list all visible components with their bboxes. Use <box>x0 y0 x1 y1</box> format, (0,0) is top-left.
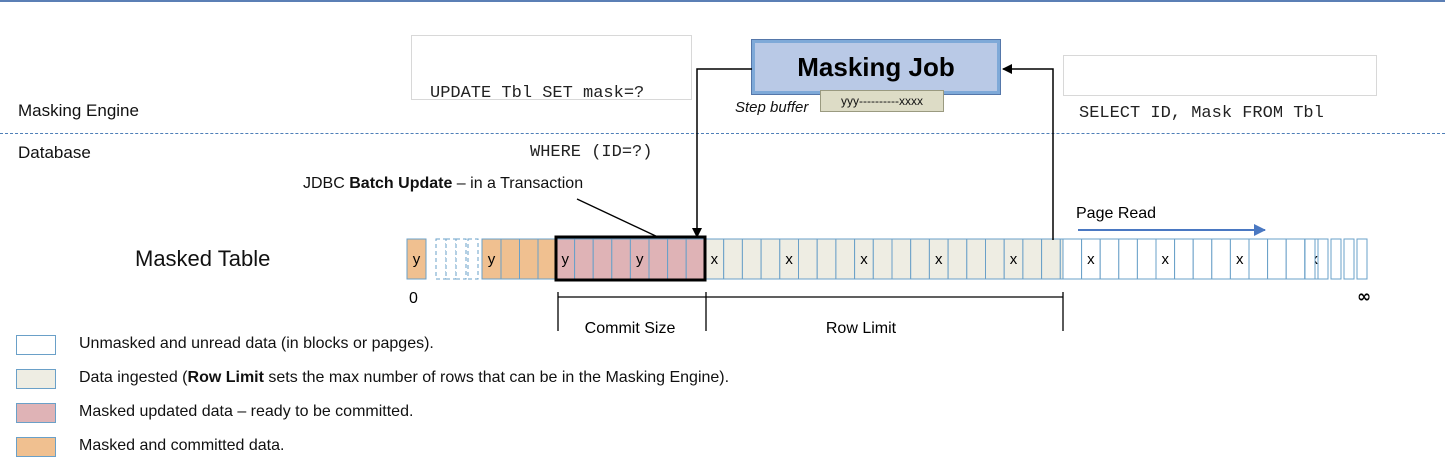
legend-swatch-ingested <box>16 369 56 389</box>
masking-job-title: Masking Job <box>797 51 955 82</box>
table-cell <box>1267 238 1287 280</box>
table-cell-mark: x <box>1162 251 1170 268</box>
table-cell-mark: y <box>413 251 421 268</box>
update-sql-line1: UPDATE Tbl SET mask=? <box>430 84 645 103</box>
table-cell <box>467 238 479 280</box>
select-sql-text: SELECT ID, Mask FROM Tbl <box>1079 104 1324 123</box>
commit-size-label: Commit Size <box>585 320 676 337</box>
legend-ingested-post: sets the max number of rows that can be … <box>263 369 730 386</box>
table-cell-mark: y <box>488 251 496 268</box>
table-cell <box>798 238 818 280</box>
table-cell <box>648 238 669 280</box>
table-cell <box>1343 238 1355 280</box>
table-cell <box>685 238 706 280</box>
table-cell <box>455 238 467 280</box>
table-cell <box>1285 238 1306 280</box>
table-cell <box>1174 238 1194 280</box>
legend-item-updated <box>16 403 56 423</box>
legend-swatch-unread <box>16 335 56 355</box>
table-cell <box>1099 238 1120 280</box>
table-end-label: ∞ <box>1357 287 1371 307</box>
database-zone-label: Database <box>18 143 91 162</box>
table-cell-mark: x <box>935 251 943 268</box>
legend-item-ingested <box>16 369 56 389</box>
jdbc-bold: Batch Update <box>349 175 453 192</box>
table-cell <box>910 238 930 280</box>
table-cell <box>667 238 687 280</box>
step-buffer-label: Step buffer <box>735 99 809 116</box>
table-cell <box>816 238 837 280</box>
commit-batch-frame <box>554 235 707 282</box>
table-cell <box>1330 238 1342 280</box>
table-cell <box>574 238 594 280</box>
row-limit-label: Row Limit <box>826 320 897 337</box>
legend-ingested-pre: Data ingested ( <box>79 369 188 386</box>
jdbc-pointer-line <box>576 198 661 239</box>
table-cell <box>1356 238 1368 280</box>
legend-text-updated: Masked updated data – ready to be commit… <box>79 403 414 420</box>
legend-swatch-updated <box>16 403 56 423</box>
table-cell <box>966 238 986 280</box>
table-cell <box>500 238 520 280</box>
table-cell <box>1062 238 1083 280</box>
update-sql-box: UPDATE Tbl SET mask=? WHERE (ID=?) <box>411 35 692 162</box>
table-cell-mark: x <box>785 251 793 268</box>
table-cell <box>1317 238 1329 280</box>
table-cell <box>760 238 781 280</box>
table-cell <box>406 238 427 280</box>
table-cell-mark: x <box>1236 251 1244 268</box>
table-cell <box>537 238 557 280</box>
table-start-label: 0 <box>409 290 418 307</box>
table-cell-mark: x <box>860 251 868 268</box>
table-cell <box>435 238 447 280</box>
table-cell <box>1192 238 1213 280</box>
table-cell-mark: y <box>636 251 644 268</box>
table-cell <box>1304 238 1316 280</box>
engine-database-divider <box>0 133 1445 134</box>
top-border-line <box>0 0 1445 2</box>
table-cell-mark: x <box>1087 251 1095 268</box>
step-buffer-box: yyy----------xxxx <box>820 90 944 112</box>
table-cells: yyyyxxxxxxxxx <box>406 238 1368 280</box>
table-cell <box>1211 238 1231 280</box>
legend-item-unread <box>16 335 56 355</box>
table-cell <box>947 238 968 280</box>
table-cell <box>1022 238 1043 280</box>
legend-text-committed: Masked and committed data. <box>79 437 285 454</box>
update-sql-line2: WHERE (ID=?) <box>530 143 653 162</box>
step-buffer-content: yyy----------xxxx <box>841 94 923 108</box>
table-cell <box>872 238 893 280</box>
table-cell <box>1118 238 1138 280</box>
update-arrow <box>692 68 752 238</box>
legend-swatch-committed <box>16 437 56 457</box>
select-arrow <box>1002 64 1054 240</box>
table-cell <box>741 238 762 280</box>
table-cell <box>835 238 856 280</box>
table-cell-mark: x <box>711 251 719 268</box>
jdbc-suffix: – in a Transaction <box>452 175 584 192</box>
masking-engine-zone-label: Masking Engine <box>18 101 139 120</box>
table-cell <box>1248 238 1269 280</box>
legend-ingested-bold: Row Limit <box>187 369 264 386</box>
legend-text-ingested: Data ingested (Row Limit sets the max nu… <box>79 369 729 387</box>
table-cell <box>592 238 613 280</box>
jdbc-batch-update-label: JDBC Batch Update – in a Transaction <box>303 175 583 193</box>
jdbc-prefix: JDBC <box>303 175 350 192</box>
table-cell <box>723 238 743 280</box>
table-cell-mark: x <box>1010 251 1018 268</box>
table-cell-mark: y <box>562 251 570 268</box>
table-cell <box>1136 238 1157 280</box>
table-cell <box>519 238 539 280</box>
table-cell <box>985 238 1005 280</box>
legend-item-committed <box>16 437 56 457</box>
masked-table-label: Masked Table <box>135 246 271 271</box>
select-sql-box: SELECT ID, Mask FROM Tbl <box>1063 55 1377 123</box>
page-read-label: Page Read <box>1076 205 1156 222</box>
table-cell <box>611 238 631 280</box>
table-cell <box>891 238 912 280</box>
legend-text-unread: Unmasked and unread data (in blocks or p… <box>79 335 434 352</box>
table-cell <box>445 238 457 280</box>
table-cell <box>1041 238 1061 280</box>
